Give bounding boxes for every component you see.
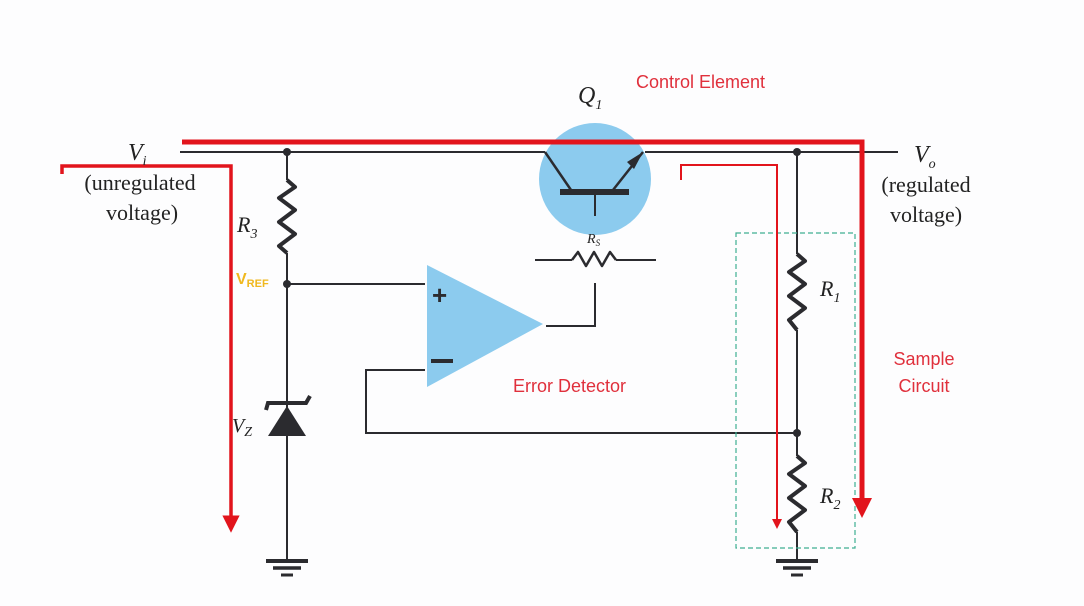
ground-left [266,559,308,577]
rs-label: RS [586,232,601,248]
control-element-label: Control Element [636,72,765,92]
sample-circuit-label-line1: Sample [893,349,954,369]
opamp-plus-sign: + [432,280,447,310]
q1-highlight [539,123,651,235]
feedback-wire [365,369,797,434]
sample-circuit-label-line2: Circuit [898,376,949,396]
output-label: Vo [914,142,936,172]
transistor-q1 [543,151,644,216]
q1-label: Q1 [578,83,602,113]
error-detector-label: Error Detector [513,376,626,396]
output-caption-line1: (regulated [881,172,970,197]
input-label: Vi [128,140,147,169]
resistor-r2 [787,454,807,534]
flow-sample-path [680,164,782,529]
r3-label: R3 [236,212,257,242]
opamp-triangle [427,265,543,387]
vref-label: VREF [236,271,269,290]
resistor-rs [535,250,656,268]
resistor-r3 [277,178,297,255]
zener-diode [264,395,312,436]
r2-label: R2 [819,483,840,513]
flow-main-path [182,139,872,518]
sample-circuit-box [735,232,856,549]
resistor-r1 [787,252,807,332]
opamp-minus-sign [431,359,453,363]
vz-label: VZ [232,415,252,440]
ground-right [776,559,818,577]
input-caption-line1: (unregulated [84,170,195,195]
input-caption-line2: voltage) [106,200,178,225]
flow-input-path [60,164,240,533]
output-caption-line2: voltage) [890,202,962,227]
r1-label: R1 [819,276,840,306]
opamp-output-wire [546,283,596,327]
